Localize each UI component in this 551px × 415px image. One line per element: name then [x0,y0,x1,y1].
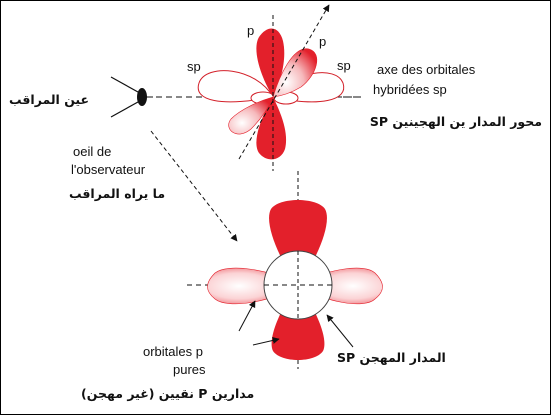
p-lobe-top [269,200,327,285]
sees-label-ar: ما يراه المراقب [69,186,166,201]
pointer-arrow-bottom [252,337,280,346]
tilted-axis-line [238,4,330,160]
eye-icon [110,76,159,118]
pure-label-fr-line1: orbitales p [143,344,203,359]
label-p-left: p [247,23,255,38]
pure-label-ar: مدارين P نقيين (غير مهجن) [81,386,255,401]
p-orbital-tilted-bottom [228,96,274,135]
top-orbital-group [156,4,361,171]
label-sp-right: sp [337,58,351,73]
label-sp-left: sp [187,59,201,74]
pointer-arrow-right [326,314,354,348]
axis-label-fr-line2: hybridées sp [373,82,447,97]
p-orbital-vertical-bottom [256,97,287,160]
observer-label-ar: عين المراقب [9,92,90,107]
view-direction-arrow [150,130,238,242]
p-orbital-tilted-top [272,48,318,98]
pure-label-fr-line2: pures [173,362,206,377]
observer-label-fr-line1: oeil de [73,144,112,159]
pointer-arrow-left [238,300,256,332]
hybrid-label-ar: المدار المهجن SP [337,350,446,365]
p-lobe-bottom [271,285,325,360]
observer-label-fr-line2: l'observateur [71,162,146,177]
p-orbital-vertical-top [256,28,285,98]
axis-label-fr-line1: axe des orbitales [377,62,476,77]
bottom-orbital-group [187,171,383,369]
label-p-right: p [319,34,327,49]
axis-label-ar: محور المدار ين الهجينين SP [369,114,542,129]
